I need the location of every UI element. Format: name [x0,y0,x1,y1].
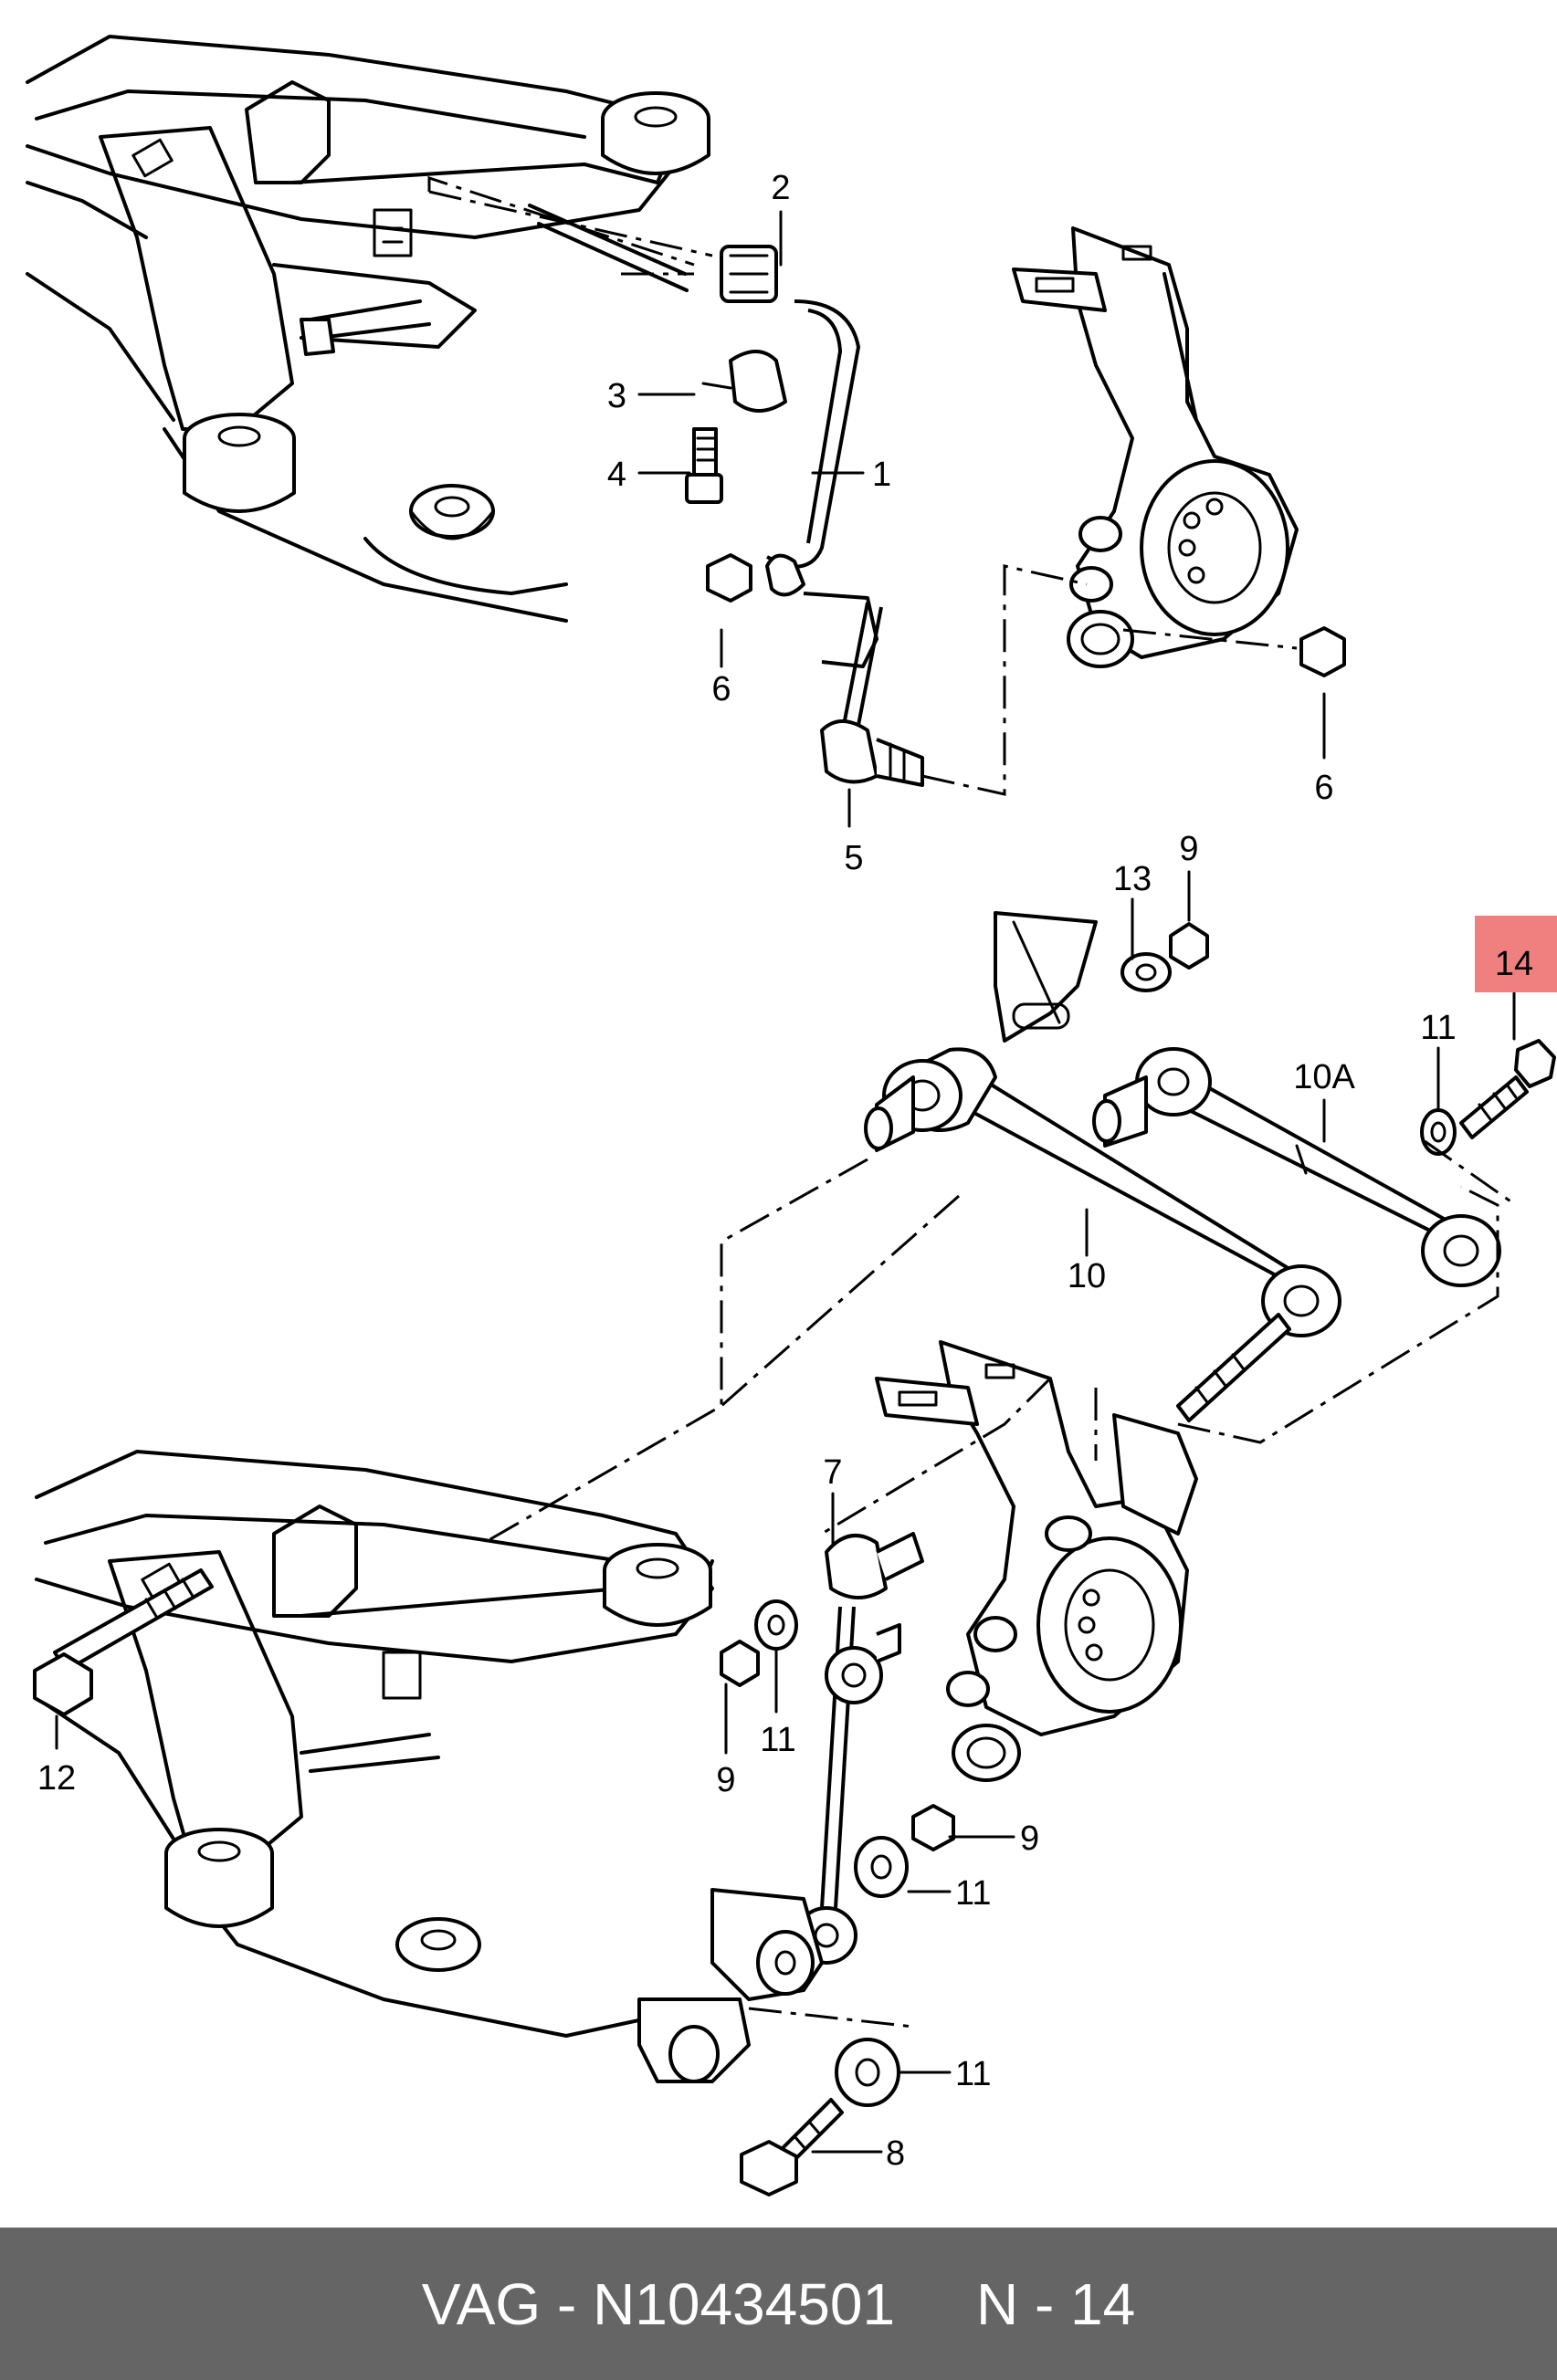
callout-11-low: 11 [955,1874,991,1913]
callout-2: 2 [771,169,790,207]
callout-10: 10 [1068,1257,1106,1295]
nut-6-right [1299,626,1346,677]
stabilizer-bar [528,204,860,569]
callout-4: 4 [607,456,626,494]
nut-9-top [1169,922,1209,970]
bolt-14 [1420,1039,1556,1156]
top-subframe [26,35,710,623]
callout-11-top: 11 [1420,1009,1456,1047]
control-arm-10a [1092,1047,1501,1287]
top-dash-lines [427,175,1298,796]
washer-11-low [854,1836,909,1898]
callout-1: 1 [872,456,891,494]
bottom-wheel-bearing-housing [875,1340,1198,1782]
callout-9-top: 9 [1179,830,1198,868]
footer-position: N - 14 [975,2270,1136,2337]
callout-5: 5 [844,839,863,877]
bolt-8-head [740,2140,798,2197]
callout-10a: 10A [1293,1058,1355,1096]
footer-spacer [895,2270,976,2338]
lower-bracket [637,1888,900,2197]
callout-9-mid: 9 [716,1761,735,1799]
callout-8: 8 [886,2134,905,2173]
callout-6-right: 6 [1314,769,1333,807]
footer-bar: VAG - N10434501 N - 14 [0,2228,1557,2380]
nut-9-low [911,1804,955,1851]
bottom-subframe [33,1450,714,2038]
washer-13 [1120,952,1172,992]
highlight-box [1475,916,1557,992]
leader-lines [55,210,1516,2154]
control-arm-bracket [994,911,1209,1043]
bottom-dash-lines [483,1139,1517,2029]
washer-11-top [1420,1108,1457,1156]
callout-11-bottom: 11 [955,2055,991,2093]
callout-9-low: 9 [1020,1819,1039,1858]
coupling-rod [706,553,924,787]
top-wheel-bearing-housing [1012,226,1346,677]
washer-11-bottom [835,2038,900,2107]
washer-11-mid [754,1599,798,1651]
parts-diagram: 2 3 4 1 6 6 5 13 9 14 11 10A 10 7 12 11 … [26,35,1557,2197]
bolt-4 [692,427,718,477]
nut-9-mid [720,1640,760,1687]
callout-6-left: 6 [711,670,731,708]
callout-13: 13 [1113,860,1152,898]
callout-14: 14 [1495,945,1533,983]
clamp [729,350,787,413]
long-bolt [1176,1313,1291,1422]
callout-12: 12 [37,1759,76,1798]
bolt-12-head [33,1652,93,1716]
nut-6-left [706,553,752,603]
callout-3: 3 [607,377,626,415]
callout-7: 7 [823,1453,842,1492]
callout-11-mid: 11 [760,1721,795,1759]
footer-part-number: VAG - N10434501 [421,2270,896,2337]
